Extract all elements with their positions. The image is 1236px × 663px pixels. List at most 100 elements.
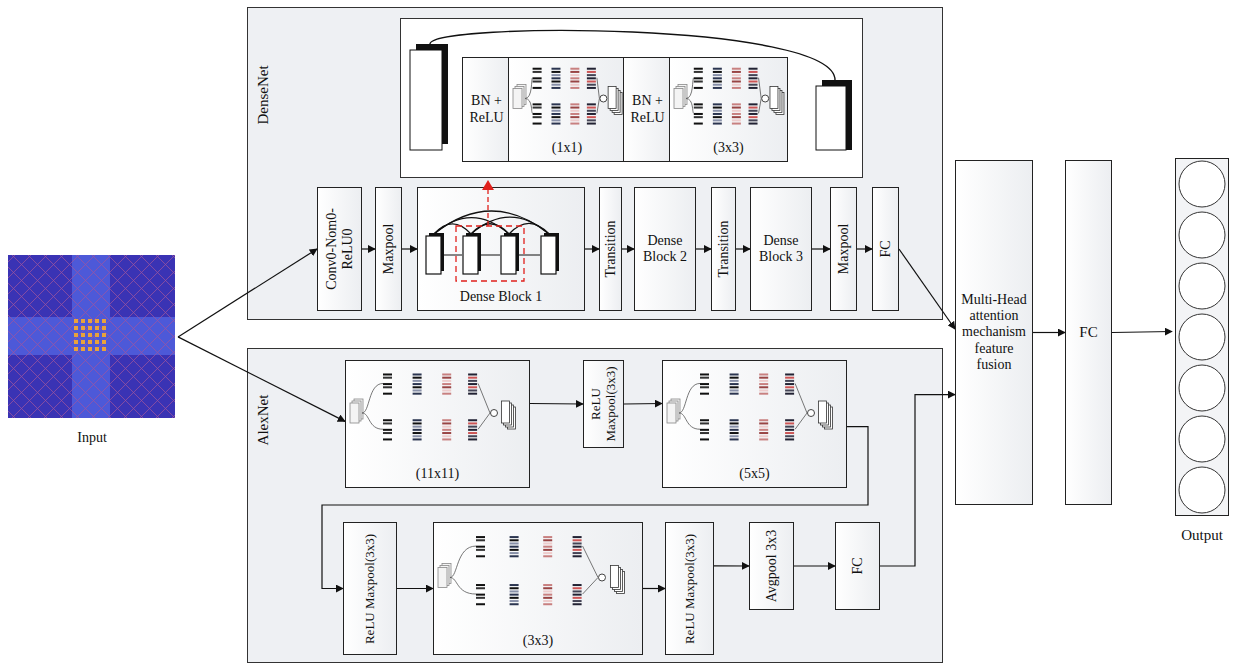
feature-bar xyxy=(759,383,768,385)
feature-bar xyxy=(533,68,542,70)
connector-arrow xyxy=(362,248,375,249)
feature-bar xyxy=(573,549,582,551)
zoom-pointer xyxy=(487,188,488,226)
sum-node xyxy=(491,410,498,417)
output-map xyxy=(608,87,616,109)
node-label: Dense Block 1 xyxy=(460,289,542,305)
feature-bar xyxy=(442,419,451,421)
network-panel: AlexNet(11x11)ReLU Maxpool(3x3)(5x5)ReLU… xyxy=(247,348,943,663)
image-dot xyxy=(88,319,92,323)
node-label: (3x3) xyxy=(713,140,743,156)
feature-bar xyxy=(749,77,758,79)
feature-bar xyxy=(570,74,579,76)
node-label: Transition xyxy=(602,191,618,307)
image-dot xyxy=(95,340,99,344)
node-label: ReLU Maxpool(3x3) xyxy=(363,526,378,651)
feature-bar xyxy=(759,426,768,428)
image-dot xyxy=(102,319,106,323)
feature-bar xyxy=(510,549,519,551)
feature-bar xyxy=(468,377,477,379)
node-label: Transition xyxy=(715,191,731,307)
feature-bar xyxy=(570,107,579,109)
feature-bar xyxy=(413,426,422,428)
image-pattern xyxy=(172,255,175,418)
feature-bar xyxy=(785,432,794,434)
image-dot xyxy=(88,333,92,337)
feature-bar xyxy=(413,432,422,434)
image-dot xyxy=(81,340,85,344)
feature-bar xyxy=(468,422,477,424)
feature-bar xyxy=(694,113,703,115)
feature-bar xyxy=(713,107,722,109)
branch-line xyxy=(759,78,762,99)
branch-line xyxy=(525,99,533,114)
feature-bar xyxy=(749,84,758,86)
layer-box: Maxpool xyxy=(375,187,402,311)
image-pattern xyxy=(92,255,175,418)
feature-bar xyxy=(533,74,542,76)
feature-bar xyxy=(732,71,741,73)
feature-bar xyxy=(413,438,422,440)
feature-bar xyxy=(694,116,703,118)
image-dot xyxy=(81,319,85,323)
connector-arrow xyxy=(624,403,662,405)
feature-bar xyxy=(713,77,722,79)
feature-bar xyxy=(694,68,703,70)
layer-box: Dense Block 2 xyxy=(634,187,696,311)
image-pattern xyxy=(172,255,175,418)
feature-bar xyxy=(700,380,709,382)
feature-bar xyxy=(694,71,703,73)
connector-arrow xyxy=(899,249,955,329)
input-map xyxy=(667,403,676,423)
feature-bar xyxy=(587,71,596,73)
image-dot xyxy=(81,333,85,337)
node-label: (5x5) xyxy=(739,466,769,482)
conv-module-box: (5x5) xyxy=(662,360,847,488)
node-label: ReLU Maxpool(3x3) xyxy=(682,526,697,651)
conv-module-icon xyxy=(667,373,832,440)
feature-bar xyxy=(570,81,579,83)
illustration xyxy=(509,58,627,139)
feature-bar xyxy=(785,393,794,395)
feature-bar xyxy=(476,546,485,548)
connector-arrow xyxy=(402,248,417,249)
feature-bar xyxy=(573,546,582,548)
image-pattern xyxy=(124,255,175,418)
image-pattern xyxy=(28,255,175,418)
image-dot xyxy=(95,347,99,351)
feature-bar xyxy=(785,426,794,428)
feature-bar xyxy=(533,107,542,109)
feature-bar xyxy=(510,536,519,538)
feature-bar xyxy=(713,87,722,89)
feature-bar xyxy=(551,110,560,112)
feature-bar xyxy=(573,594,582,596)
feature-bar xyxy=(543,549,552,551)
feature-bar xyxy=(476,549,485,551)
image-pattern xyxy=(8,255,159,418)
layer-box: Transition xyxy=(599,187,622,311)
node-label: FC xyxy=(877,191,893,307)
feature-bar xyxy=(570,68,579,70)
node-label: (3x3) xyxy=(523,633,553,649)
feature-bar xyxy=(476,555,485,557)
feature-bar xyxy=(551,123,560,125)
feature-bar xyxy=(442,438,451,440)
feature-bar xyxy=(533,103,542,105)
feature-map xyxy=(463,236,478,274)
image-pattern xyxy=(44,255,175,418)
feature-bar xyxy=(510,597,519,599)
image-pattern xyxy=(140,255,175,418)
link-line xyxy=(444,255,462,256)
link-line xyxy=(519,255,540,256)
feature-bar xyxy=(732,116,741,118)
feature-bar xyxy=(785,386,794,388)
feature-bar xyxy=(785,438,794,440)
feature-bar xyxy=(759,386,768,388)
feature-bar xyxy=(785,435,794,437)
feature-bar xyxy=(587,84,596,86)
connector-arrow xyxy=(585,248,599,249)
feature-map xyxy=(426,236,441,274)
feature-bar xyxy=(543,536,552,538)
feature-bar xyxy=(587,103,596,105)
connector-arrow xyxy=(696,248,711,249)
